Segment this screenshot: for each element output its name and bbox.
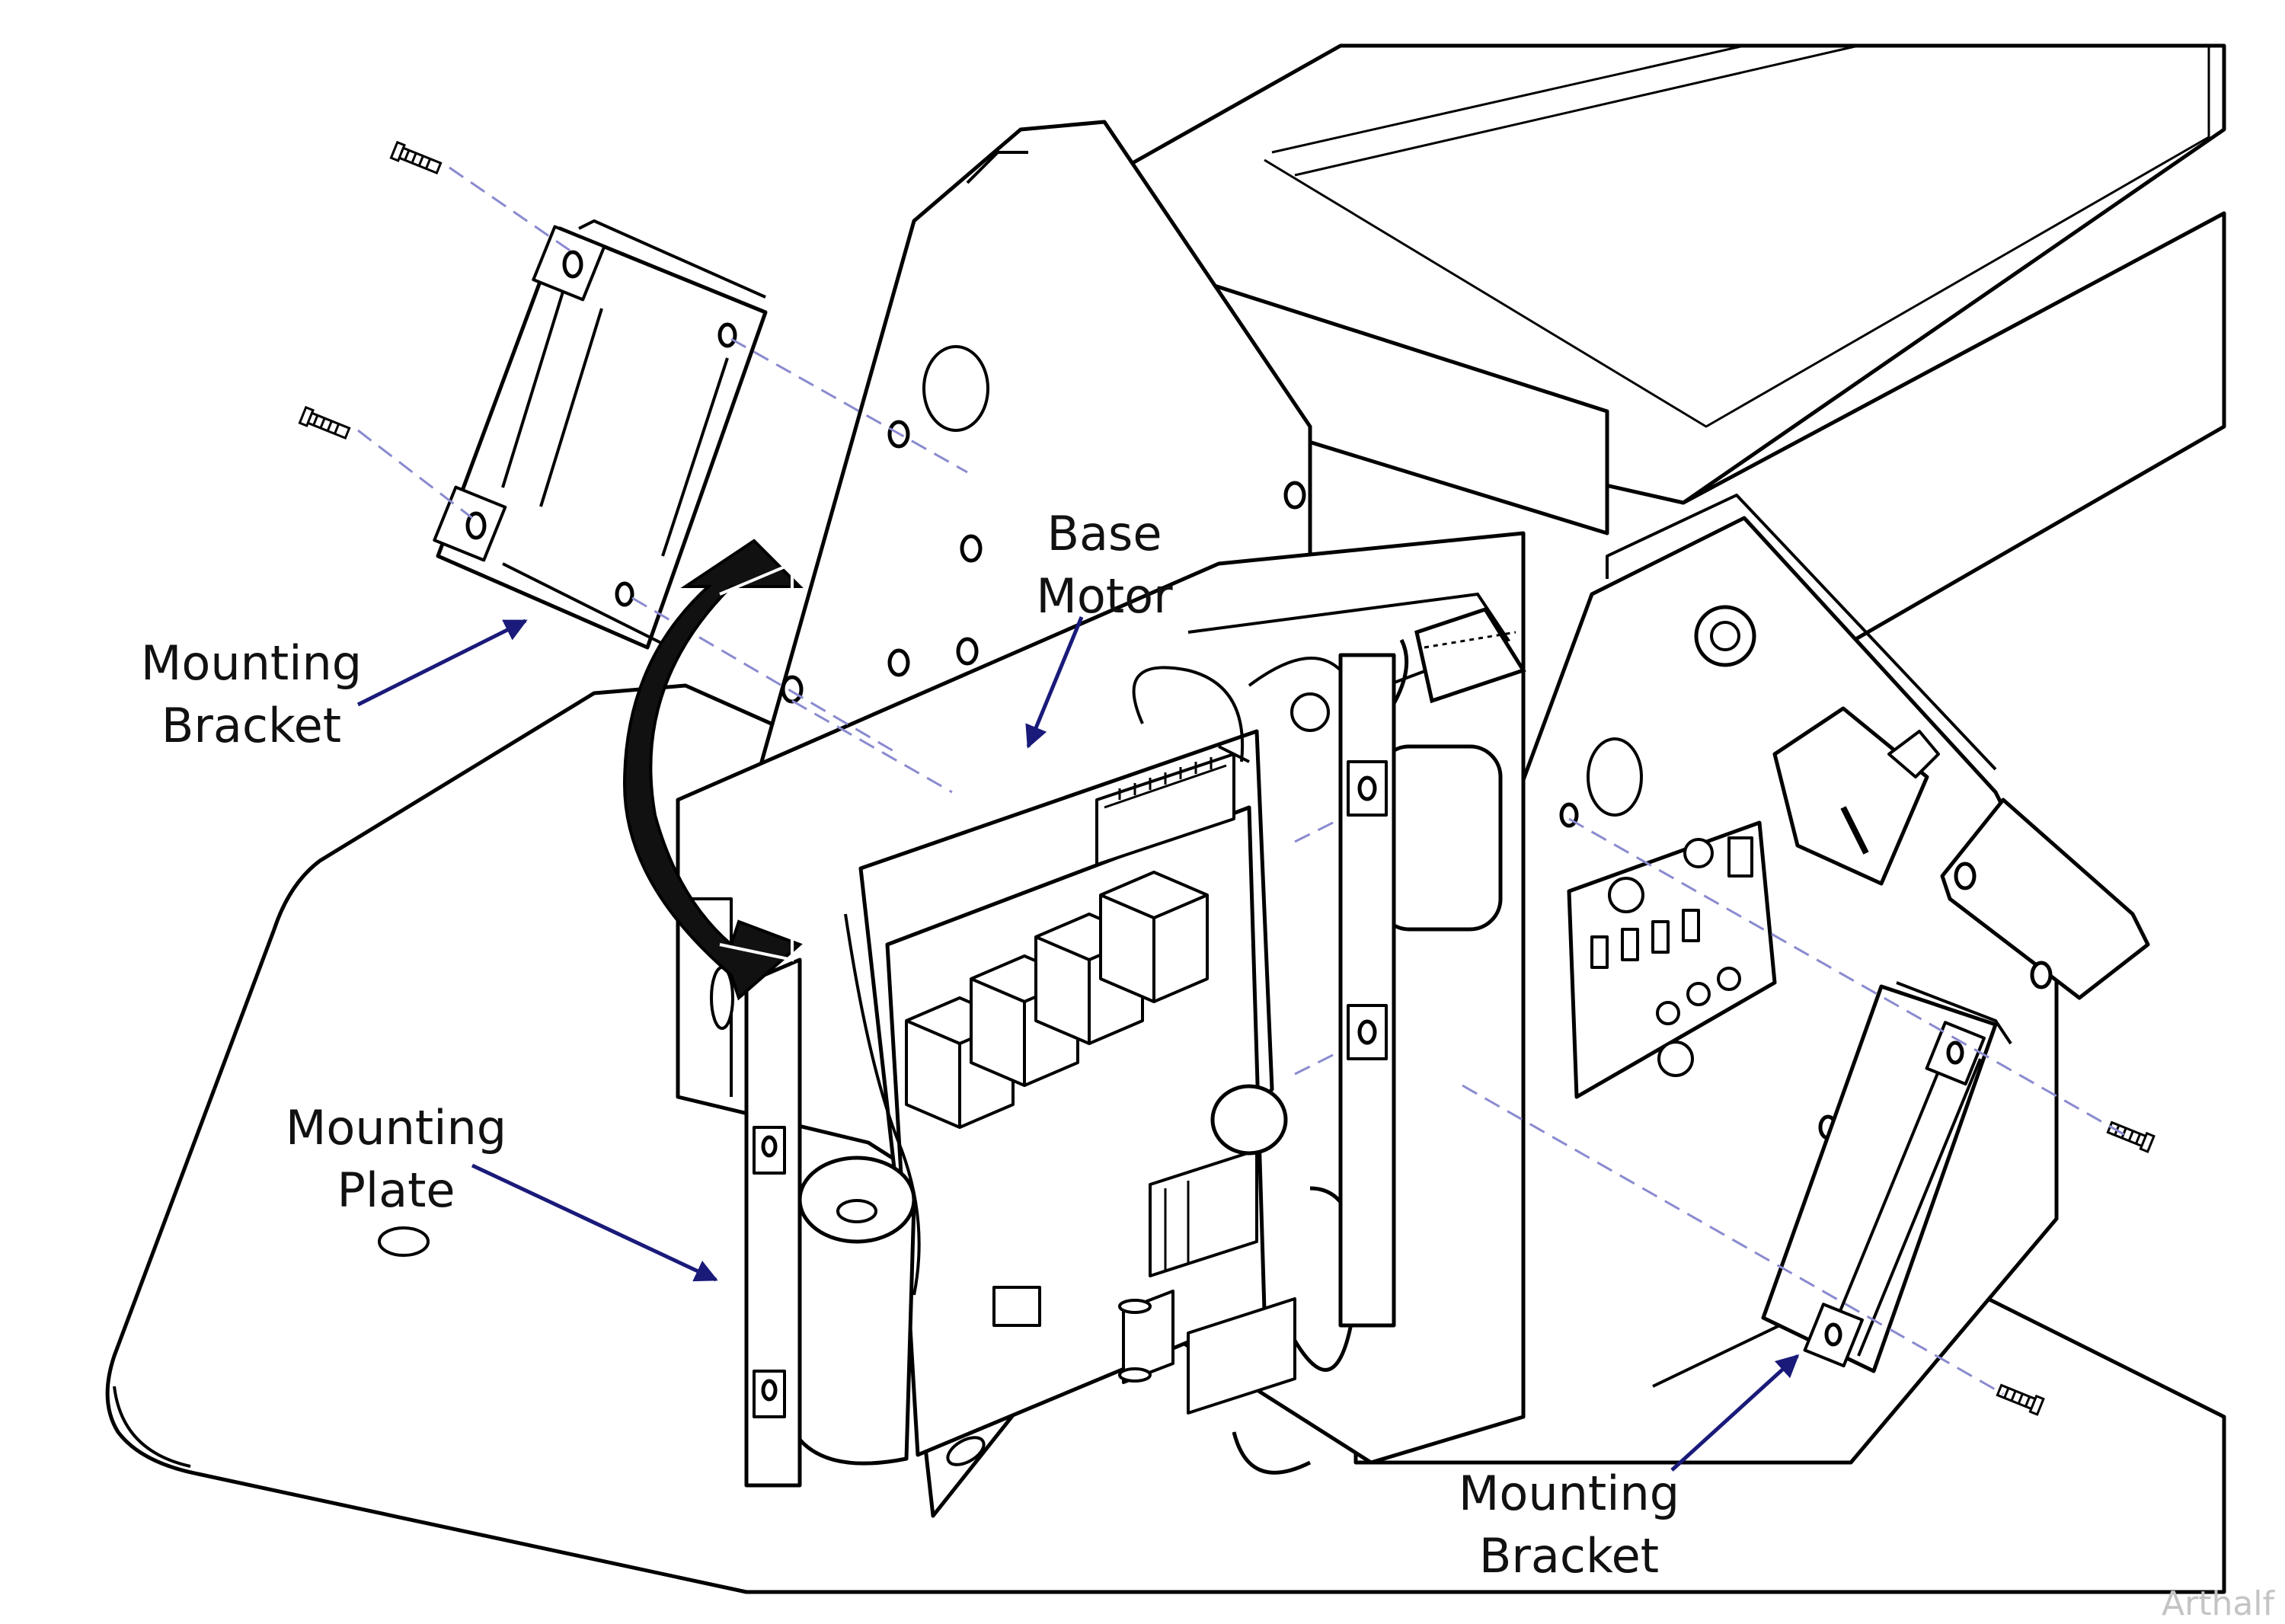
wire [844,913,921,1296]
base-motor [1187,592,1526,932]
rotation-arrow [622,539,804,1001]
connector [1095,753,1235,866]
leader-arrows [356,616,1800,1472]
control-board [797,753,1359,1475]
label-line: Mounting [140,635,363,691]
label-mounting-bracket-right: Mounting Bracket [1440,1463,1699,1587]
label-base-motor: Base Motor [1021,503,1188,628]
label-line: Bracket [1478,1528,1660,1584]
label-mounting-bracket-left: Mounting Bracket [122,632,381,757]
leader-base-motor [1025,616,1084,749]
label-line: Motor [1036,568,1173,624]
watermark: Arthalf [2162,1584,2275,1623]
label-line: Mounting [1458,1466,1680,1521]
base-hole [378,1226,430,1257]
mounting-bracket-right [1761,981,2012,1373]
sensor-board [1567,706,1940,1099]
label-line: Base [1047,506,1162,561]
leader-mounting-bracket-right [1670,1354,1800,1472]
small-bracket-right [1940,798,2150,1000]
vertical-bracket-center [1132,653,1396,1328]
mounting-bracket-left [433,219,768,650]
screw [389,140,443,175]
leader-mounting-bracket-left [356,619,528,707]
screw [1996,1383,2045,1416]
assembly-axis-lines [357,166,2126,1395]
capacitor [797,1156,916,1466]
screws [298,140,2156,1416]
label-line: Plate [337,1162,455,1218]
label-mounting-plate: Mounting Plate [274,1097,518,1222]
screw [2106,1120,2156,1153]
relay-bank [905,871,1209,1129]
label-line: Bracket [161,698,342,753]
screw [298,405,351,440]
leader-mounting-plate [471,1163,718,1282]
label-line: Mounting [285,1100,507,1156]
